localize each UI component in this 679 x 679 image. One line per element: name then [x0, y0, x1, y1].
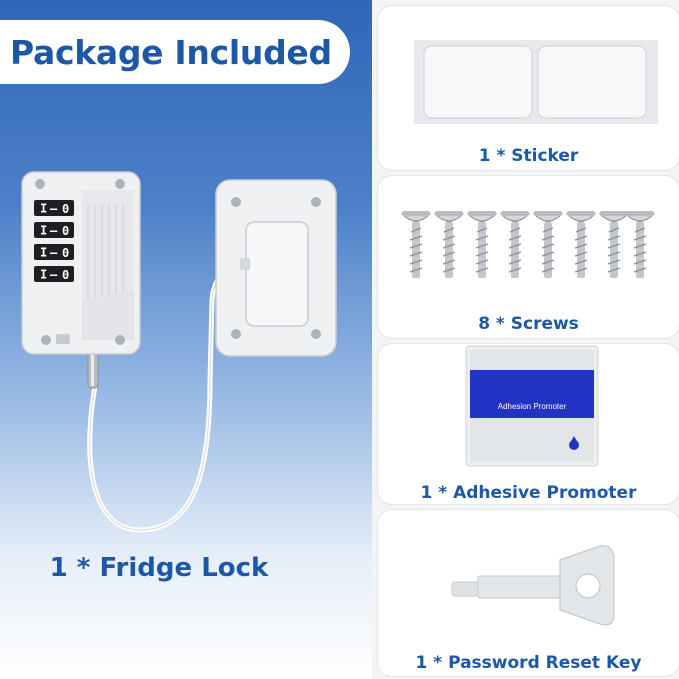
- left-panel: Package Included: [0, 0, 372, 679]
- adhesive-packet-illustration: [465, 345, 599, 467]
- reset-key-label: 1 * Password Reset Key: [415, 653, 642, 673]
- reset-key-illustration: [451, 545, 615, 626]
- dial-digit-4: 0: [62, 268, 69, 282]
- svg-text:—: —: [50, 246, 58, 260]
- svg-text:—: —: [50, 202, 58, 216]
- sticker-card: 1 * Sticker: [378, 6, 679, 170]
- dial-digit-2: 0: [62, 224, 69, 238]
- fridge-lock-illustration: I— I— I— I— 0 0 0 0: [21, 171, 337, 533]
- screws-label: 8 * Screws: [478, 314, 579, 334]
- sticker-illustration: [414, 40, 658, 124]
- title-banner: Package Included: [0, 20, 350, 84]
- svg-text:I: I: [40, 224, 47, 238]
- screws-illustration: [401, 210, 655, 279]
- svg-text:—: —: [50, 268, 58, 282]
- svg-text:I: I: [40, 246, 47, 260]
- items-column: 1 * Sticker: [378, 0, 679, 679]
- reset-key-card: 1 * Password Reset Key: [378, 510, 679, 676]
- packet-text: Adhesion Promoter: [497, 402, 567, 411]
- svg-text:I: I: [40, 268, 47, 282]
- page-title: Package Included: [10, 32, 332, 72]
- adhesive-promoter-card: Adhesion Promoter 1 * Adhesive Promoter: [378, 344, 679, 504]
- svg-text:I: I: [40, 202, 47, 216]
- svg-text:—: —: [50, 224, 58, 238]
- screws-card: 8 * Screws: [378, 176, 679, 338]
- adhesive-promoter-label: 1 * Adhesive Promoter: [420, 483, 637, 503]
- dial-digit-3: 0: [62, 246, 69, 260]
- dial-digit-1: 0: [62, 202, 69, 216]
- sticker-label: 1 * Sticker: [478, 146, 579, 166]
- combination-dials: I— I— I— I— 0 0 0 0: [34, 200, 74, 282]
- fridge-lock-label: 1 * Fridge Lock: [49, 553, 269, 583]
